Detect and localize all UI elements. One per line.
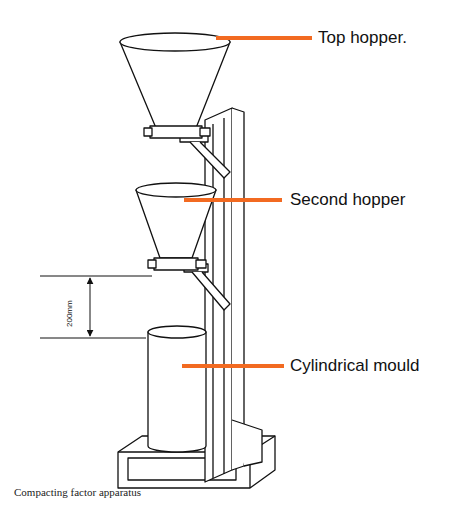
top-hopper	[120, 42, 230, 128]
part-label: Top hopper.	[318, 29, 407, 46]
top-hopper-rim	[120, 33, 230, 51]
second-hopper-hinge	[148, 260, 206, 268]
part-label: Second hopper	[290, 191, 405, 208]
top-hopper-hinge	[144, 128, 210, 136]
dimension-label: 200mm	[66, 300, 74, 327]
second-hopper-rim	[136, 183, 216, 197]
second-hopper-door	[154, 258, 198, 270]
leader-line	[182, 364, 284, 368]
stand-side	[232, 108, 244, 470]
dimension-extension	[40, 276, 152, 277]
second-bracket-brace	[192, 272, 230, 310]
cylindrical-mould	[148, 332, 206, 452]
leader-line	[184, 198, 282, 202]
leader-line	[216, 36, 312, 40]
figure-caption: Compacting factor apparatus	[14, 487, 141, 498]
mould-rim	[148, 326, 206, 338]
stand-foot	[232, 420, 262, 466]
part-label: Cylindrical mould	[290, 357, 419, 374]
top-hopper-door	[150, 126, 202, 138]
top-bracket-brace	[190, 142, 230, 178]
dimension-arrow	[90, 278, 91, 336]
dimension-extension	[40, 338, 146, 339]
